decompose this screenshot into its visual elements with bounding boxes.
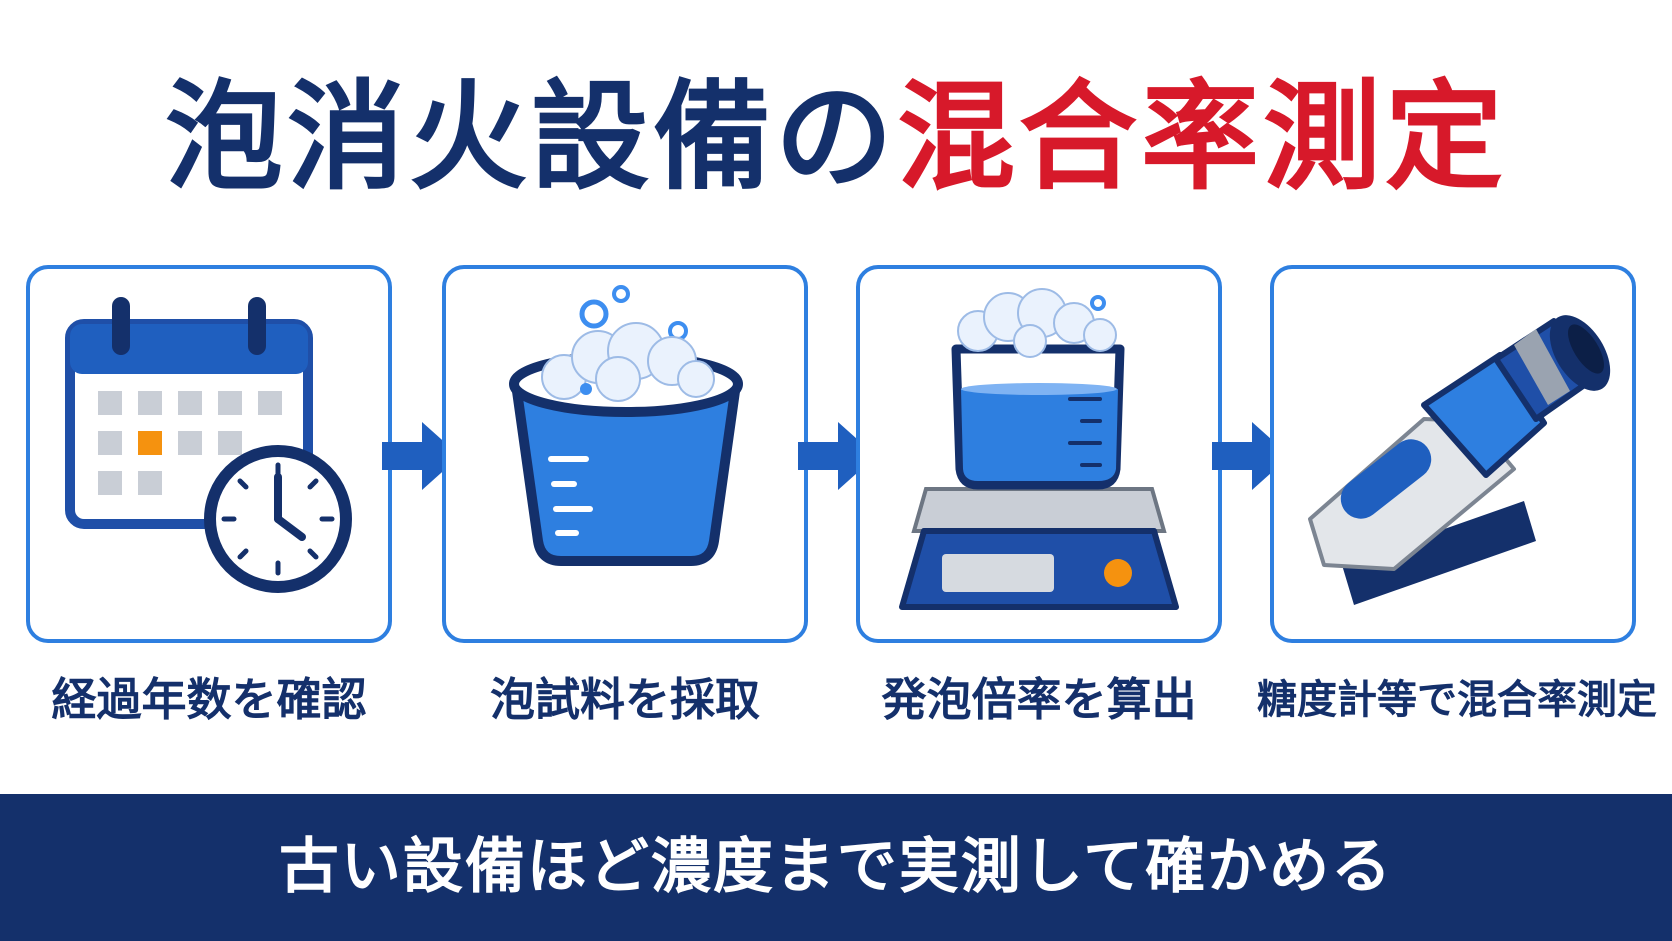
step-label-3: 発泡倍率を算出 [881,673,1197,726]
refractometer-icon [1308,315,1611,605]
beaker-scale-icon [899,288,1179,610]
bottom-banner: 古い設備ほど濃度まで実測して確かめる [0,794,1672,941]
title-part-equipment: 泡消火設備の [164,68,897,206]
foam-bucket-icon [509,285,743,566]
page-title: 泡消火設備の混合率測定 [0,62,1672,212]
step-label-1: 経過年数を確認 [51,673,367,726]
step-card-1 [26,265,392,643]
arrow-right-icon [382,422,460,490]
step-card-2 [442,265,808,643]
banner-text: 古い設備ほど濃度まで実測して確かめる [278,832,1394,902]
step-label-4: 糖度計等で混合率測定 [1257,677,1657,723]
title-part-measurement: 混合率測定 [897,68,1508,206]
calendar-clock-icon [65,297,352,593]
step-card-4 [1270,265,1636,643]
step-card-3 [856,265,1222,643]
step-label-2: 泡試料を採取 [489,673,760,726]
